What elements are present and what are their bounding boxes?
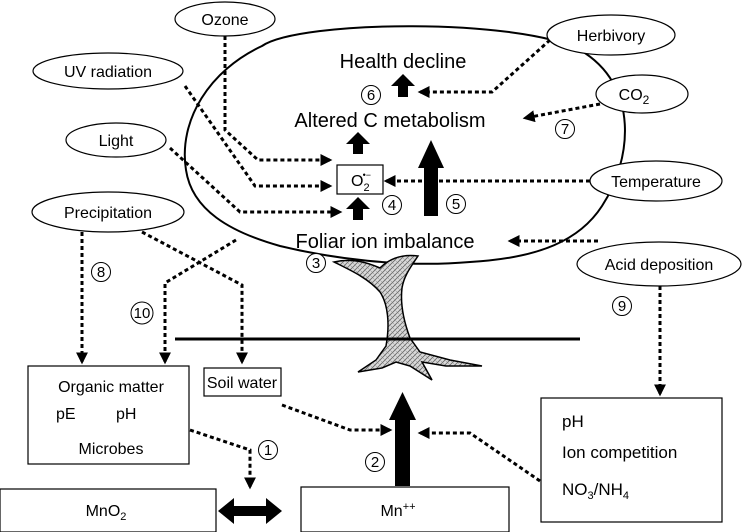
altered-c-metabolism-label: Altered C metabolism xyxy=(294,110,485,132)
precipitation-label: Precipitation xyxy=(64,205,152,222)
svg-text:8: 8 xyxy=(97,264,105,281)
step-7: 7 xyxy=(555,119,575,139)
soil-water-label: Soil water xyxy=(207,375,278,392)
ozone-label: Ozone xyxy=(201,12,248,29)
step-4: 4 xyxy=(382,195,402,215)
acid-deposition-label: Acid deposition xyxy=(605,257,714,274)
solid-arrow-c-to-decline xyxy=(391,74,415,97)
co2-label: CO2 xyxy=(619,87,650,107)
temperature-node: Temperature xyxy=(589,160,723,202)
svg-text:10: 10 xyxy=(134,305,151,322)
no3-nh4-label: NO3/NH4 xyxy=(562,480,629,502)
uv-radiation-node: UV radiation xyxy=(32,52,184,90)
arrow-organic-to-mn xyxy=(189,428,256,490)
arrow-uv-to-superoxide xyxy=(183,85,333,192)
svg-text:3: 3 xyxy=(312,255,320,272)
mno2-label: MnO2 xyxy=(86,503,127,523)
arrow-co2-to-c xyxy=(522,102,601,123)
temperature-label: Temperature xyxy=(611,174,701,191)
light-label: Light xyxy=(99,133,134,150)
tree-crown xyxy=(183,25,626,265)
superoxide-box: O2•− xyxy=(336,164,384,195)
arrow-light-to-ion xyxy=(168,146,343,218)
step-10: 10 xyxy=(130,301,154,325)
step-2: 2 xyxy=(365,452,385,472)
solid-arrow-mn-uptake xyxy=(389,392,416,486)
solid-arrow-ion-to-c xyxy=(418,140,444,216)
mn-box: Mn++ xyxy=(300,486,510,532)
arrow-herbivory-to-decline xyxy=(417,38,552,98)
acid-deposition-node: Acid deposition xyxy=(576,241,742,287)
acid-effects-box: pH Ion competition NO3/NH4 xyxy=(540,397,723,523)
svg-text:4: 4 xyxy=(388,197,396,214)
ozone-node: Ozone xyxy=(174,1,276,37)
organic-matter-label: Organic matter xyxy=(58,379,164,396)
step-9: 9 xyxy=(612,296,632,316)
herbivory-label: Herbivory xyxy=(577,28,645,45)
step-8: 8 xyxy=(91,262,111,282)
light-node: Light xyxy=(65,122,167,158)
mno2-box: MnO2 xyxy=(0,488,217,532)
svg-text:7: 7 xyxy=(561,121,569,138)
arrow-soilwater-to-mn xyxy=(281,403,393,436)
tree-trunk xyxy=(331,254,483,381)
double-arrow-mno2-mn xyxy=(218,498,282,524)
svg-text:9: 9 xyxy=(618,298,626,315)
ion-competition-label: Ion competition xyxy=(562,443,677,462)
arrow-precipitation-to-soilwater xyxy=(141,230,248,365)
herbivory-node: Herbivory xyxy=(546,14,676,56)
step-3: 3 xyxy=(306,253,326,273)
health-decline-label: Health decline xyxy=(340,51,467,73)
svg-text:1: 1 xyxy=(264,442,272,459)
step-6: 6 xyxy=(361,85,381,105)
precipitation-node: Precipitation xyxy=(31,191,185,233)
solid-arrow-ion-to-superoxide xyxy=(346,197,370,220)
foliar-ion-imbalance-label: Foliar ion imbalance xyxy=(296,231,475,253)
acid-ph-label: pH xyxy=(562,412,584,431)
microbes-label: Microbes xyxy=(79,441,144,458)
svg-text:2: 2 xyxy=(371,454,379,471)
mn-label: Mn++ xyxy=(380,501,415,520)
co2-node: CO2 xyxy=(595,74,689,114)
organic-ph-label: pH xyxy=(116,406,136,423)
arrow-ion-to-organic xyxy=(159,238,237,365)
svg-text:6: 6 xyxy=(367,87,375,104)
arrow-ozone-to-superoxide xyxy=(223,36,333,166)
svg-text:5: 5 xyxy=(452,196,460,213)
organic-matter-box: Organic matter pE pH Microbes xyxy=(27,365,190,465)
step-1: 1 xyxy=(258,440,278,460)
pe-label: pE xyxy=(56,406,76,423)
arrow-acidbox-to-mn xyxy=(417,427,541,483)
solid-arrow-superoxide-to-c xyxy=(346,132,370,154)
step-5: 5 xyxy=(446,194,466,214)
soil-water-box: Soil water xyxy=(203,367,282,397)
superoxide-label: O2•− xyxy=(351,170,371,194)
uv-radiation-label: UV radiation xyxy=(64,64,152,81)
